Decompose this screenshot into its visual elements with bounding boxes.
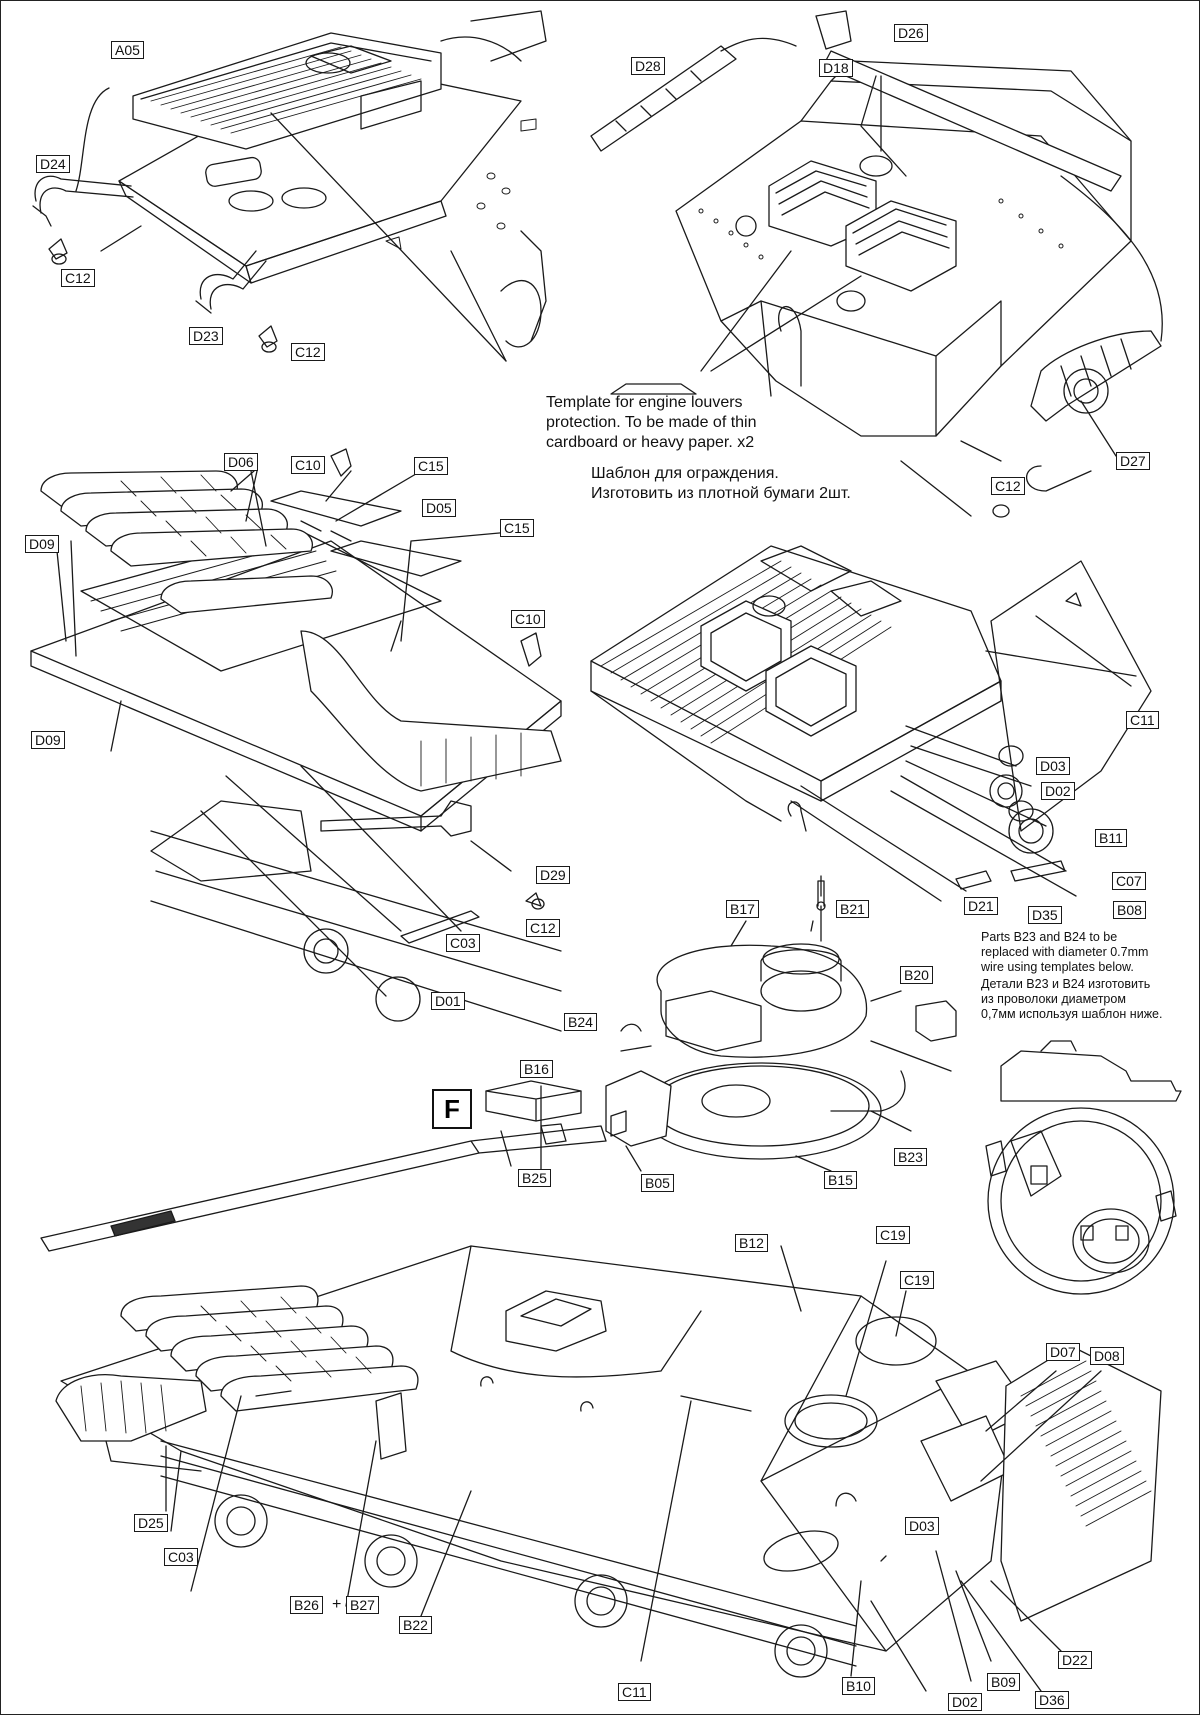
front-hull-assembly [590,545,1152,902]
part-label-c12: C12 [526,919,560,937]
part-label-b10: B10 [842,1677,875,1695]
part-label-b08: B08 [1113,901,1146,919]
part-label-b26: B26 [290,1596,323,1614]
part-label-d01: D01 [431,992,465,1010]
wire-note-en: Parts B23 and B24 to be replaced with di… [981,930,1149,974]
part-label-d28: D28 [631,57,665,75]
part-label-c11: C11 [618,1683,651,1701]
full-hull-assembly [55,1245,1162,1692]
part-label-c10: C10 [511,610,545,628]
plus-sign: + [332,1596,342,1613]
part-label-b16: B16 [520,1060,553,1078]
part-label-b09: B09 [987,1673,1020,1691]
part-label-b05: B05 [641,1174,674,1192]
part-label-b12: B12 [735,1234,768,1252]
part-label-d02: D02 [1041,782,1075,800]
part-label-b25: B25 [518,1169,551,1187]
part-label-d27: D27 [1116,452,1150,470]
step-marker: F [432,1089,472,1129]
engine-deck-assembly [30,448,562,1032]
part-label-b17: B17 [726,900,759,918]
part-label-b21: B21 [836,900,869,918]
template-note-en: Template for engine louvers protection. … [546,394,757,451]
wire-note-ru: Детали B23 и B24 изготовить из проволоки… [981,977,1163,1021]
part-label-b27: B27 [346,1596,379,1614]
part-label-b24: B24 [564,1013,597,1031]
part-label-d03: D03 [905,1517,939,1535]
part-label-b20: B20 [900,966,933,984]
rear-deck-assembly [32,10,547,362]
part-label-d08: D08 [1090,1347,1124,1365]
part-label-d06: D06 [224,453,258,471]
part-label-c07: C07 [1112,872,1146,890]
part-label-c03: C03 [164,1548,198,1566]
part-label-c11: C11 [1126,711,1159,729]
part-label-b11: B11 [1095,829,1127,847]
template-note-ru: Шаблон для ограждения. Изготовить из пло… [591,465,851,502]
part-label-d24: D24 [36,155,70,173]
part-label-b23: B23 [894,1148,927,1166]
part-label-d09: D09 [31,731,65,749]
part-label-d05: D05 [422,499,456,517]
part-label-d21: D21 [964,897,998,915]
part-label-c12: C12 [61,269,95,287]
part-label-d25: D25 [134,1514,168,1532]
part-label-b15: B15 [824,1171,857,1189]
part-label-d22: D22 [1058,1651,1092,1669]
part-label-c03: C03 [446,934,480,952]
louver-boxes [768,160,957,292]
part-label-d29: D29 [536,866,570,884]
part-label-d03: D03 [1036,757,1070,775]
louver-covers [40,470,333,614]
part-label-d07: D07 [1046,1343,1080,1361]
part-label-c10: C10 [291,456,325,474]
hull-rear-assembly [590,10,1163,518]
part-label-d35: D35 [1028,906,1062,924]
part-label-d36: D36 [1035,1691,1069,1709]
part-label-d02: D02 [948,1693,982,1711]
wire-templates [985,1040,1182,1295]
part-label-d18: D18 [819,59,853,77]
turret-assembly [40,875,957,1252]
part-label-c15: C15 [414,457,448,475]
part-label-d09: D09 [25,535,59,553]
part-label-c12: C12 [291,343,325,361]
part-label-c19: C19 [876,1226,910,1244]
road-wheels [214,1494,828,1678]
part-label-c19: C19 [900,1271,934,1289]
part-label-c12: C12 [991,477,1025,495]
part-label-b22: B22 [399,1616,432,1634]
part-label-d23: D23 [189,327,223,345]
part-label-d26: D26 [894,24,928,42]
part-label-c15: C15 [500,519,534,537]
part-label-a05: A05 [111,41,144,59]
